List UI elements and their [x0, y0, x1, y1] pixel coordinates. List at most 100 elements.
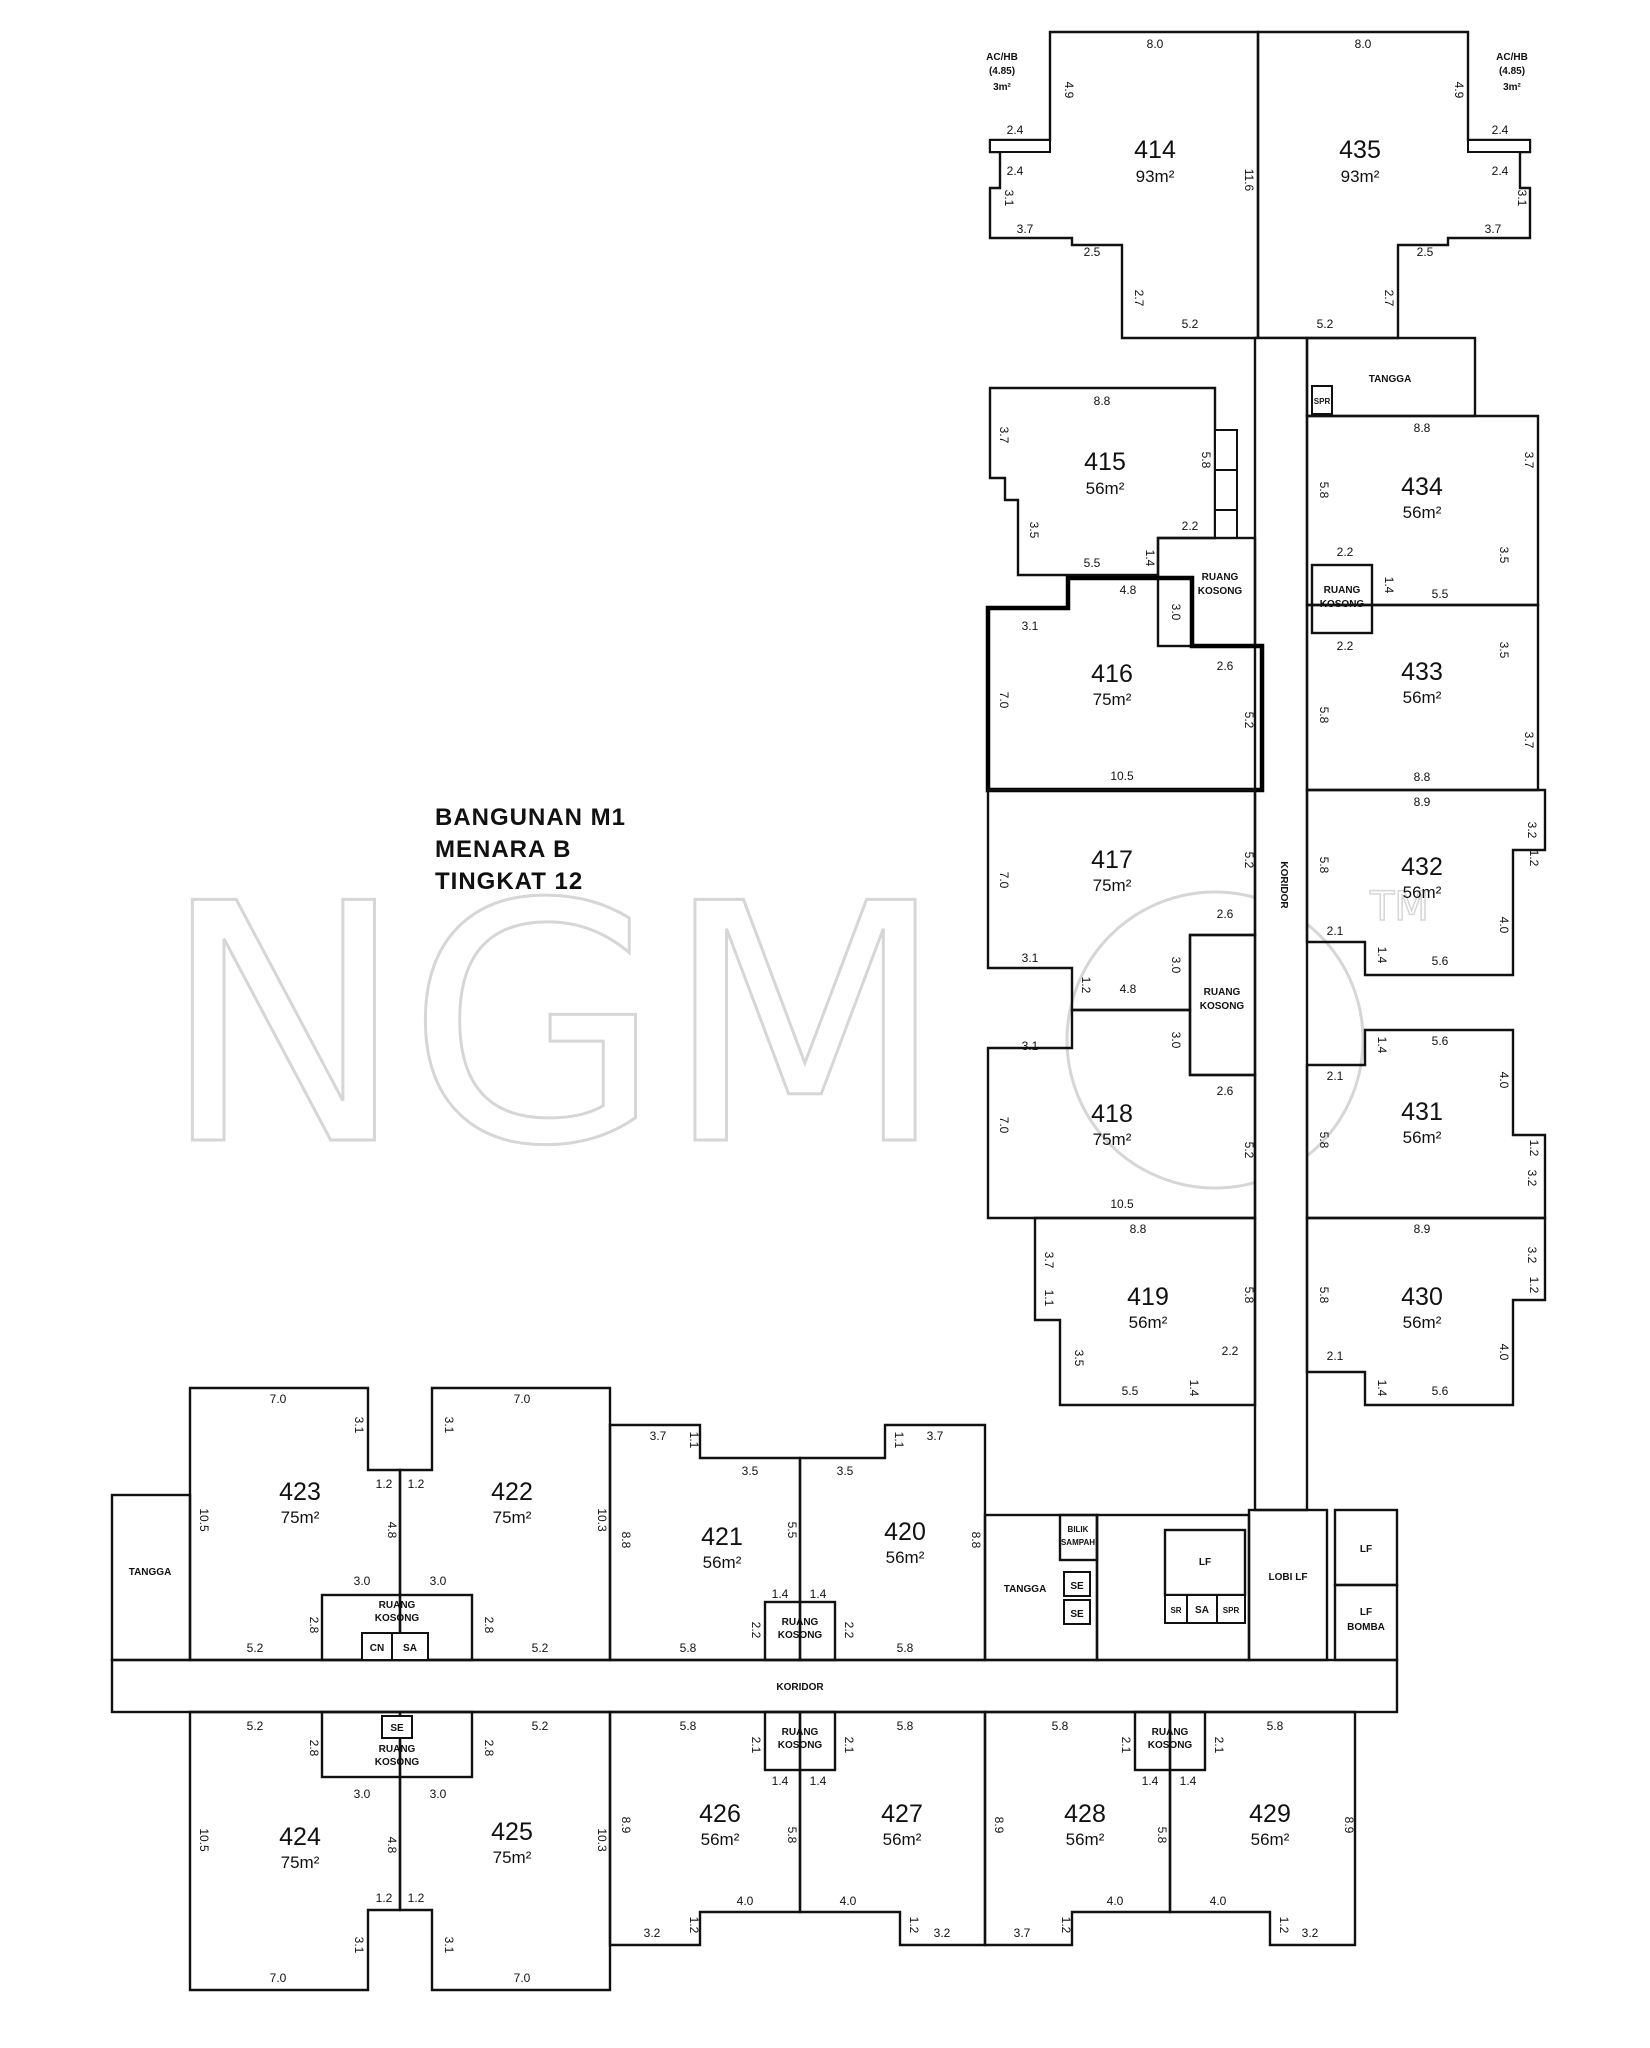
- ac-label-right: AC/HB: [1496, 52, 1528, 63]
- dim-label: 1.1: [1042, 1290, 1056, 1307]
- dim-label: 5.8: [1052, 1719, 1069, 1733]
- dim-label: 1.2: [1277, 1917, 1291, 1934]
- se-label-svc2: SE: [1070, 1609, 1084, 1620]
- dim-label: 7.0: [270, 1971, 287, 1985]
- dim-label: 5.2: [1242, 712, 1256, 729]
- unit-area: 75m²: [1093, 690, 1132, 709]
- dim-label: 2.6: [1217, 1084, 1234, 1098]
- dim-label: 8.8: [969, 1532, 983, 1549]
- dim-label: 3.1: [1515, 190, 1529, 207]
- sa-box-423: [391, 1632, 429, 1661]
- unit-430-outline: [1305, 1216, 1547, 1407]
- unit-426-outline: [608, 1710, 802, 1947]
- dim-label: 2.8: [482, 1617, 496, 1634]
- dim-label: 7.0: [997, 1117, 1011, 1134]
- dim-label: 10.3: [595, 1828, 609, 1852]
- unit-no: 432: [1401, 853, 1443, 881]
- dim-label: 4.9: [1452, 82, 1466, 99]
- dim-label: 3.7: [1522, 452, 1536, 469]
- unit-no: 431: [1401, 1098, 1443, 1126]
- spr-label-svc: SPR: [1223, 1606, 1240, 1615]
- dim-label: 4.0: [840, 1894, 857, 1908]
- tangga-center-label: TANGGA: [1004, 1584, 1047, 1595]
- dim-label: 1.1: [687, 1432, 701, 1449]
- unit-no: 418: [1091, 1100, 1133, 1128]
- dim-label: 1.4: [1180, 1774, 1197, 1788]
- unit-area: 56m²: [703, 1553, 742, 1572]
- dim-label: 5.6: [1432, 954, 1449, 968]
- dim-label: 5.8: [1317, 1132, 1331, 1149]
- unit-area: 56m²: [1403, 1128, 1442, 1147]
- dim-label: 8.8: [619, 1532, 633, 1549]
- unit-area: 75m²: [493, 1848, 532, 1867]
- rk-424-l1: RUANG: [379, 1744, 416, 1755]
- dim-label: 5.2: [1242, 852, 1256, 869]
- dim-label: 4.8: [1120, 583, 1137, 597]
- dim-label: 11.6: [1242, 169, 1256, 192]
- dim-label: 5.6: [1432, 1034, 1449, 1048]
- lf-label-3: LF: [1360, 1607, 1372, 1618]
- sr-label: SR: [1170, 1606, 1181, 1615]
- sa-label-423: SA: [403, 1643, 417, 1654]
- dim-label: 1.4: [772, 1774, 789, 1788]
- dim-label: 7.0: [997, 692, 1011, 709]
- unit-no: 420: [884, 1518, 926, 1546]
- rk-428-l2: KOSONG: [1148, 1740, 1193, 1751]
- se-box-415b: [1214, 469, 1238, 511]
- dim-label: 8.9: [619, 1817, 633, 1834]
- watermark-circle: [1065, 890, 1365, 1190]
- dim-label: 8.8: [1414, 770, 1431, 784]
- dim-label: 3.0: [1169, 1032, 1183, 1049]
- lobi-lf: [1247, 1508, 1329, 1662]
- unit-424-outline: [188, 1710, 402, 1992]
- unit-area: 75m²: [281, 1508, 320, 1527]
- dim-label: 5.5: [1122, 1384, 1139, 1398]
- dim-label: 1.2: [907, 1917, 921, 1934]
- rk-426-l2: KOSONG: [778, 1740, 823, 1751]
- dim-label: 5.2: [247, 1719, 264, 1733]
- dim-label: 5.8: [1267, 1719, 1284, 1733]
- dim-label: 7.0: [270, 1392, 287, 1406]
- dim-label: 3.1: [1022, 619, 1039, 633]
- dim-label: 3.5: [837, 1464, 854, 1478]
- unit-area: 56m²: [1066, 1830, 1105, 1849]
- dim-label: 3.0: [430, 1787, 447, 1801]
- dim-label: 1.2: [1527, 1140, 1541, 1157]
- dim-label: 5.8: [680, 1719, 697, 1733]
- dim-label: 5.8: [1317, 707, 1331, 724]
- dim-label: 4.0: [1497, 1072, 1511, 1089]
- dim-label: 4.0: [1497, 1344, 1511, 1361]
- ac-ledge-left: [989, 139, 1051, 153]
- rk-west1-l2: KOSONG: [1198, 586, 1243, 597]
- dim-label: 5.5: [1084, 556, 1101, 570]
- rk-424-l2: KOSONG: [375, 1757, 420, 1768]
- dim-label: 4.9: [1062, 82, 1076, 99]
- dim-label: 10.5: [1110, 1197, 1134, 1211]
- corridor-label-horizontal: KORIDOR: [776, 1682, 824, 1693]
- dim-label: 3.5: [1497, 547, 1511, 564]
- dim-label: 3.2: [1525, 822, 1539, 839]
- dim-label: 2.5: [1084, 245, 1101, 259]
- dim-label: 3.7: [1522, 732, 1536, 749]
- se-label-424: SE: [390, 1723, 404, 1734]
- rk-423-l1: RUANG: [379, 1600, 416, 1611]
- dim-label: 2.1: [1119, 1737, 1133, 1754]
- dim-label: 1.2: [1059, 1917, 1073, 1934]
- corridor-vertical: [1253, 336, 1309, 1512]
- dim-label: 7.0: [514, 1971, 531, 1985]
- dim-label: 7.0: [997, 872, 1011, 889]
- dim-label: 2.4: [1007, 164, 1024, 178]
- ruang-kosong-428: [1133, 1710, 1207, 1772]
- dim-label: 1.1: [892, 1432, 906, 1449]
- unit-429-outline: [1168, 1710, 1357, 1947]
- dim-label: 10.3: [595, 1508, 609, 1532]
- dim-label: 8.8: [1414, 421, 1431, 435]
- dim-label: 2.1: [842, 1737, 856, 1754]
- dim-label: 2.2: [1337, 639, 1354, 653]
- se-box-415c: [1214, 509, 1238, 539]
- dim-label: 5.8: [680, 1641, 697, 1655]
- spr-box-svc: [1216, 1594, 1246, 1624]
- dim-label: 3.2: [644, 1926, 661, 1940]
- unit-417-outline: [986, 788, 1257, 1012]
